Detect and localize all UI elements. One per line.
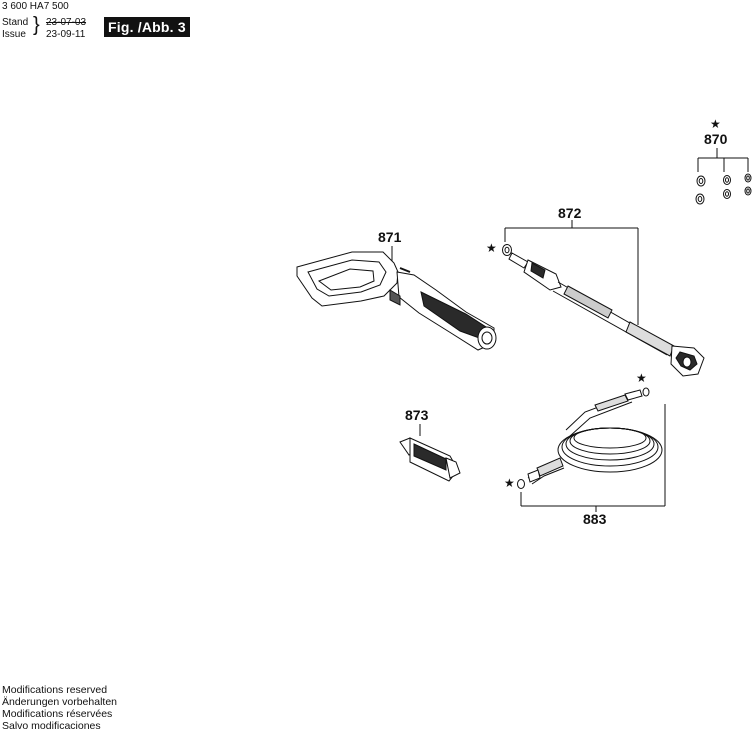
star-marker-872: ★ (486, 241, 497, 255)
issue-date: 23-09-11 (46, 29, 86, 40)
brace-symbol: } (33, 14, 40, 36)
footer-line-en: Modifications reserved (2, 684, 108, 696)
star-marker-870: ★ (710, 117, 721, 131)
figure-label: Fig. /Abb. 3 (104, 17, 190, 37)
star-marker-883-top: ★ (636, 371, 647, 385)
part-label-873: 873 (405, 407, 429, 423)
footer-line-fr: Modifications réservées (2, 708, 113, 720)
stand-label: Stand (2, 17, 29, 28)
part-label-871: 871 (378, 229, 402, 245)
lance-872 (502, 220, 705, 377)
hose-883 (517, 387, 666, 512)
issue-label: Issue (2, 29, 26, 40)
star-marker-883-bottom: ★ (504, 476, 515, 490)
nozzle-873 (399, 424, 461, 482)
part-label-883: 883 (583, 511, 607, 527)
o-ring-set-870 (695, 148, 752, 205)
footer-line-de: Änderungen vorbehalten (2, 696, 118, 708)
footer-line-es: Salvo modificaciones (2, 720, 101, 732)
document-number: 3 600 HA7 500 (2, 1, 69, 12)
part-label-872: 872 (558, 205, 582, 221)
part-label-870: 870 (704, 131, 728, 147)
stand-date: 23-07-03 (46, 17, 87, 28)
trigger-gun-871 (296, 246, 497, 351)
